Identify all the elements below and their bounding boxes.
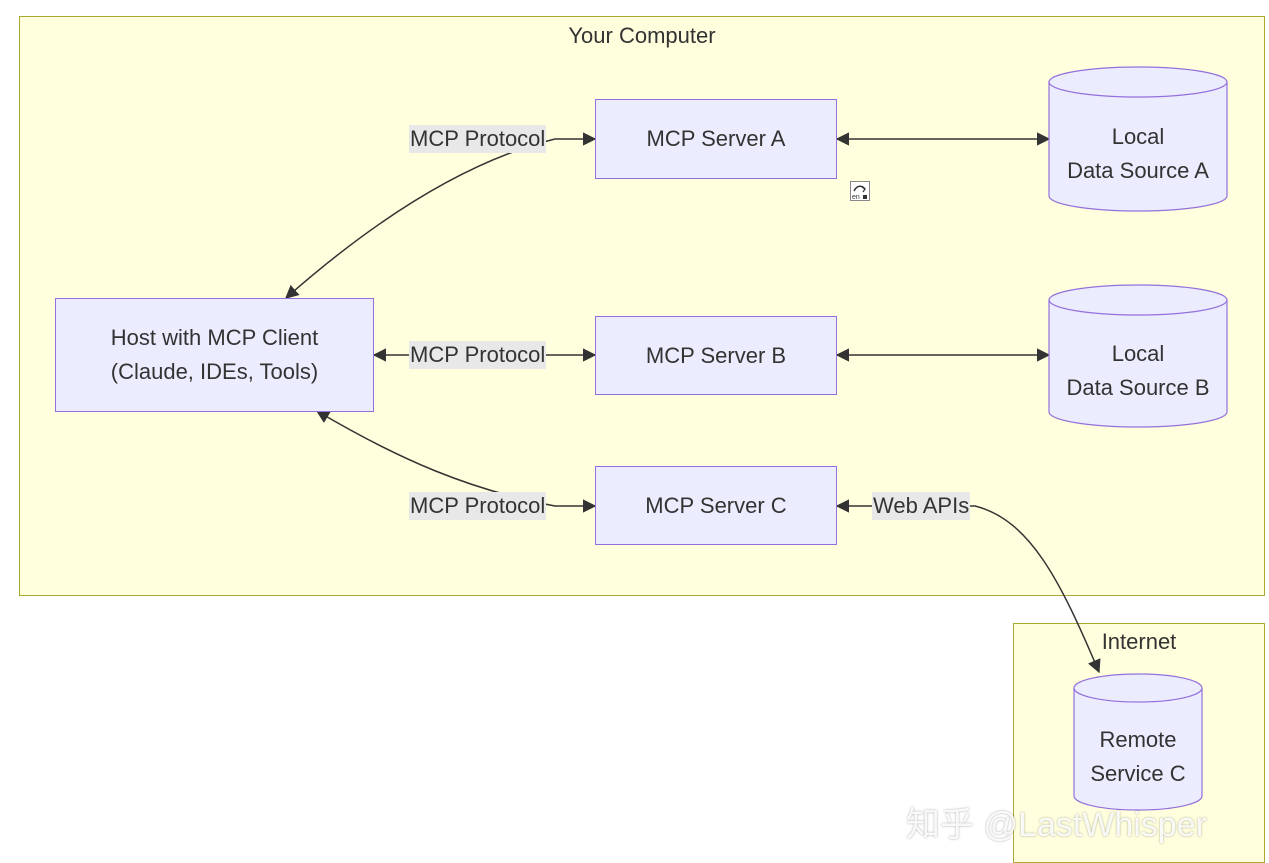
edge-label-protocol-c: MCP Protocol: [409, 492, 547, 520]
server-c-node: MCP Server C: [595, 466, 837, 545]
server-a-label: MCP Server A: [646, 126, 786, 151]
datasource-a-line1: Local: [1111, 124, 1165, 149]
svg-text:en: en: [852, 194, 860, 201]
edge-host-server-a: [284, 132, 597, 299]
watermark: 知乎 @LastWhisper: [906, 806, 1207, 844]
datasource-a-label: Local Data Source A: [1049, 120, 1227, 188]
edge-label-protocol-b: MCP Protocol: [409, 341, 547, 369]
host-node: Host with MCP Client (Claude, IDEs, Tool…: [55, 298, 374, 412]
server-a-node: MCP Server A: [595, 99, 837, 179]
datasource-b-line1: Local: [1111, 341, 1165, 366]
datasource-b-line2: Data Source B: [1066, 375, 1210, 400]
cluster-title-internet: Internet: [1101, 629, 1177, 654]
remote-service-line1: Remote: [1099, 727, 1177, 752]
server-b-node: MCP Server B: [595, 316, 837, 395]
datasource-a-line2: Data Source A: [1067, 158, 1209, 183]
edge-label-web-apis: Web APIs: [872, 492, 971, 520]
datasource-a-cylinder: [1048, 66, 1228, 212]
datasource-b-label: Local Data Source B: [1049, 337, 1227, 405]
host-node-line1: Host with MCP Client: [110, 325, 319, 350]
edge-server-c-remote: [835, 499, 1101, 674]
remote-service-label: Remote Service C: [1074, 723, 1202, 791]
host-node-line2: (Claude, IDEs, Tools): [110, 359, 319, 384]
remote-service-cylinder: [1073, 673, 1203, 811]
remote-service-line2: Service C: [1090, 761, 1186, 786]
cluster-title-your-computer: Your Computer: [568, 23, 716, 48]
edge-label-protocol-a: MCP Protocol: [409, 125, 547, 153]
translate-icon[interactable]: en: [850, 181, 870, 201]
server-c-label: MCP Server C: [645, 492, 787, 518]
server-b-label: MCP Server B: [645, 342, 787, 368]
datasource-b-cylinder: [1048, 284, 1228, 428]
